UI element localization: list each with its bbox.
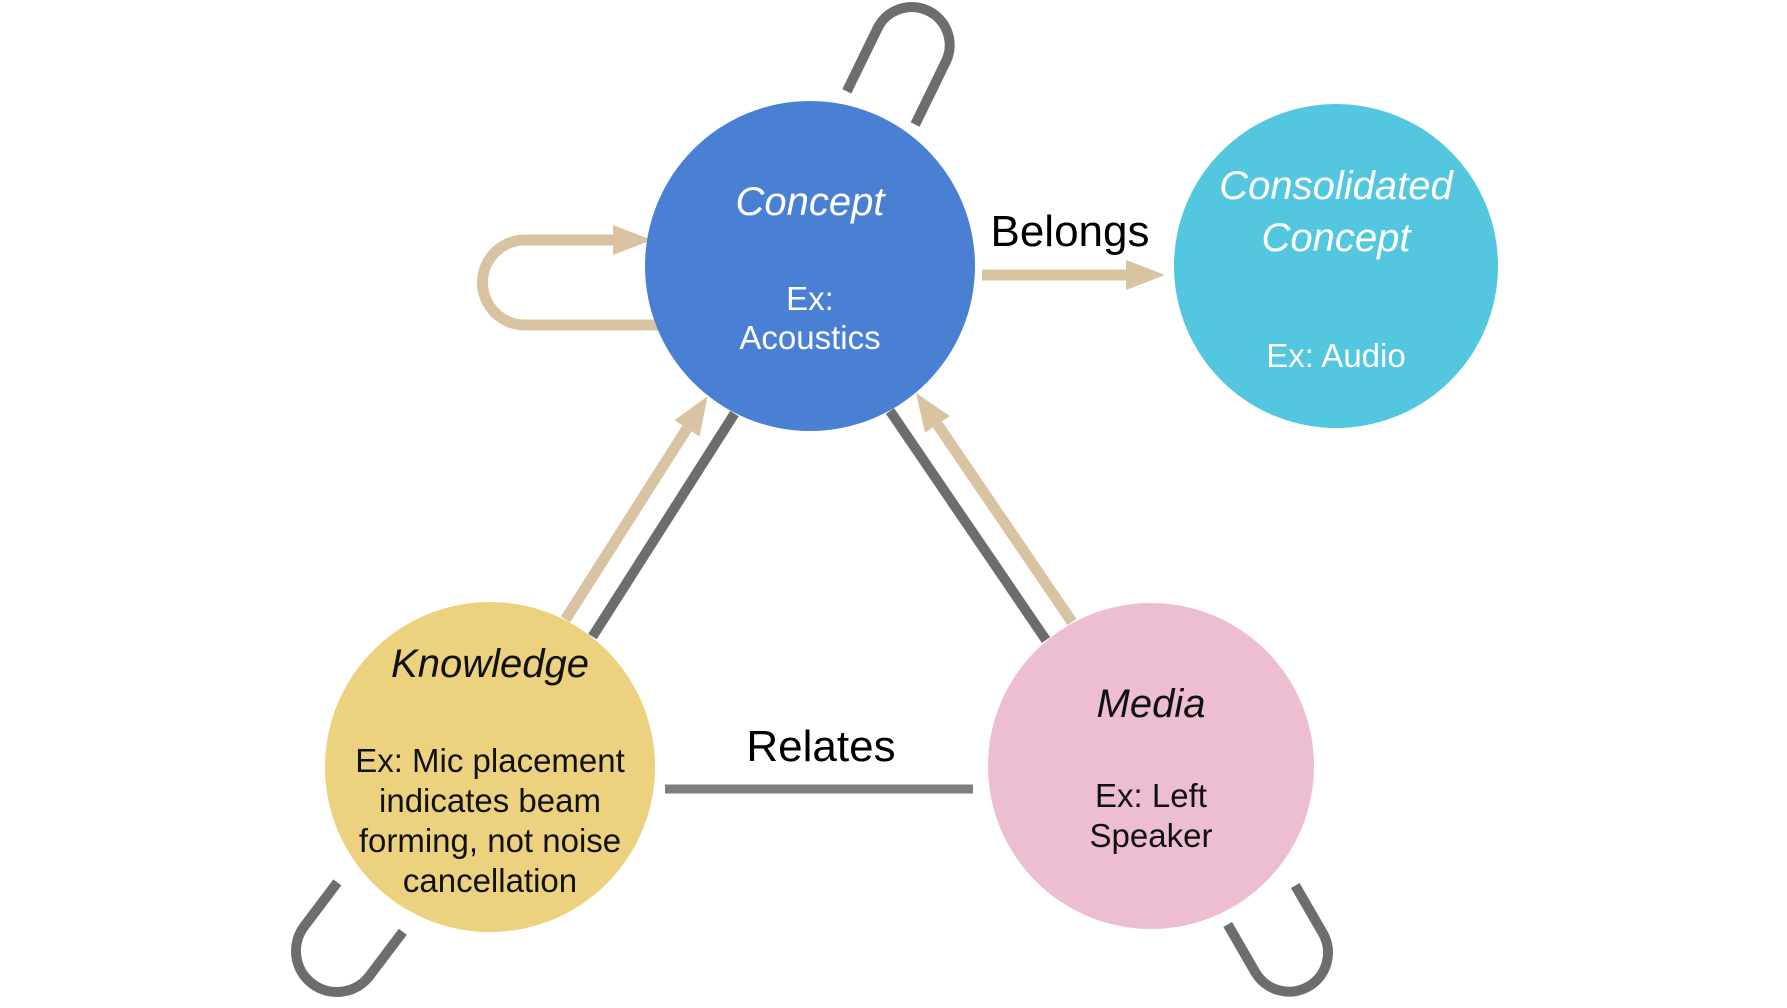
node-media: Media Ex: Left Speaker xyxy=(988,603,1314,929)
node-concept-title: Concept xyxy=(735,180,885,224)
knowledge-self-loop xyxy=(290,879,407,997)
node-knowledge-title: Knowledge xyxy=(391,642,589,686)
concept-self-loop-left xyxy=(477,234,658,331)
node-media-example: Ex: Left Speaker xyxy=(1089,777,1213,854)
relates-edge-label: Relates xyxy=(746,722,896,771)
media-concept-arrow-line xyxy=(932,421,1077,626)
node-media-title: Media xyxy=(1096,682,1206,726)
media-self-loop xyxy=(1223,883,1333,997)
media-concept-gray-line xyxy=(885,408,1051,643)
belongs-arrowhead xyxy=(1126,260,1165,290)
media-concept-arrowhead xyxy=(916,393,950,433)
knowledge-concept-arrowhead xyxy=(674,396,708,437)
concept-self-loop-left-arrowhead xyxy=(613,225,652,255)
node-consolidated-concept-example: Ex: Audio xyxy=(1266,337,1406,374)
knowledge-concept-gray-line xyxy=(588,410,739,640)
node-concept-example: Ex: Acoustics xyxy=(739,280,881,356)
belongs-edge-label: Belongs xyxy=(990,207,1150,256)
node-concept: Concept Ex: Acoustics xyxy=(645,101,975,431)
knowledge-concept-arrow-line xyxy=(560,425,692,623)
node-knowledge: Knowledge Ex: Mic placement indicates be… xyxy=(325,602,655,932)
node-consolidated-concept-title: Consolidated Concept xyxy=(1219,164,1453,260)
concept-self-loop-top xyxy=(842,2,955,127)
node-consolidated-concept: Consolidated Concept Ex: Audio xyxy=(1174,104,1498,428)
node-knowledge-example: Ex: Mic placement indicates beam forming… xyxy=(355,742,625,899)
